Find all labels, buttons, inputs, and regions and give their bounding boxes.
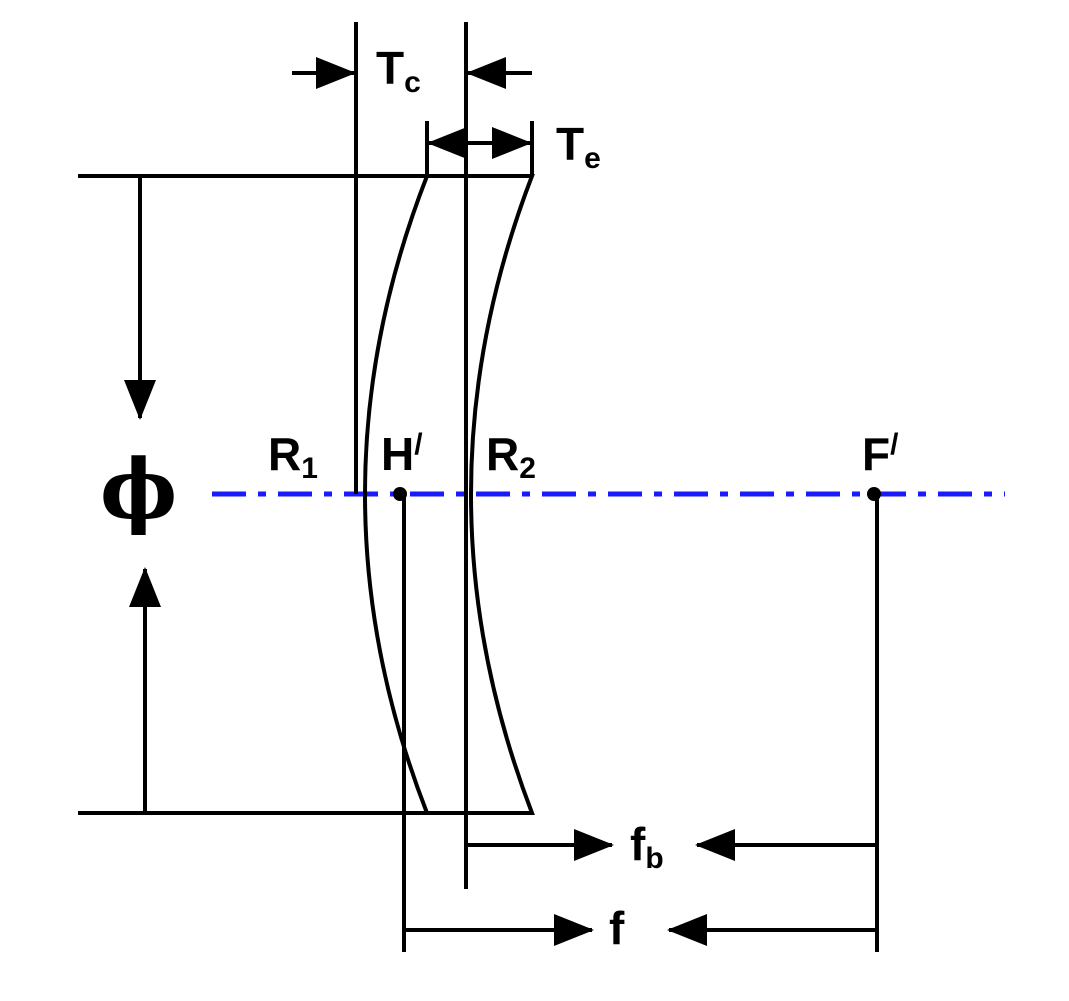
label-f-prime: F/ xyxy=(862,428,899,480)
h-prime-point xyxy=(393,487,407,501)
label-te: Te xyxy=(556,118,601,175)
label-fb: fb xyxy=(630,818,664,875)
label-r1: R1 xyxy=(268,428,318,485)
label-h-prime: H/ xyxy=(381,428,423,480)
lens-outline xyxy=(363,174,535,815)
label-r2: R2 xyxy=(486,428,536,485)
label-tc: Tc xyxy=(376,42,421,99)
label-phi: ϕ xyxy=(100,442,177,538)
f-prime-point xyxy=(867,487,881,501)
label-f: f xyxy=(609,902,625,954)
